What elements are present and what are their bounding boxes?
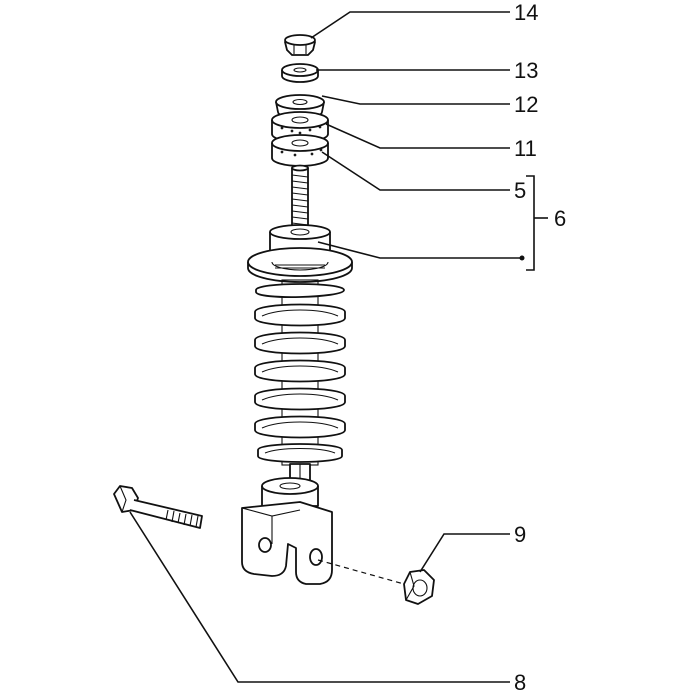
callout-5: 5: [514, 178, 526, 203]
top-nut: [284, 34, 316, 56]
leader-lines: [129, 11, 548, 683]
callout-8: 8: [514, 670, 526, 695]
threaded-rod: [291, 164, 309, 231]
lower-fork-mount: [241, 477, 333, 585]
callout-12: 12: [514, 92, 538, 117]
callout-13: 13: [514, 58, 538, 83]
shock-absorber-body: [247, 224, 353, 283]
callout-14: 14: [514, 0, 538, 25]
callout-9: 9: [514, 522, 526, 547]
callout-11: 11: [514, 136, 537, 161]
top-washer: [281, 63, 319, 83]
mounting-bolt: [113, 485, 203, 529]
rubber-bush-lower: [271, 134, 329, 167]
lower-nut: [403, 569, 435, 605]
coil-spring: [254, 279, 346, 466]
bolt-axis-line: [317, 559, 405, 585]
callout-6: 6: [554, 206, 566, 231]
